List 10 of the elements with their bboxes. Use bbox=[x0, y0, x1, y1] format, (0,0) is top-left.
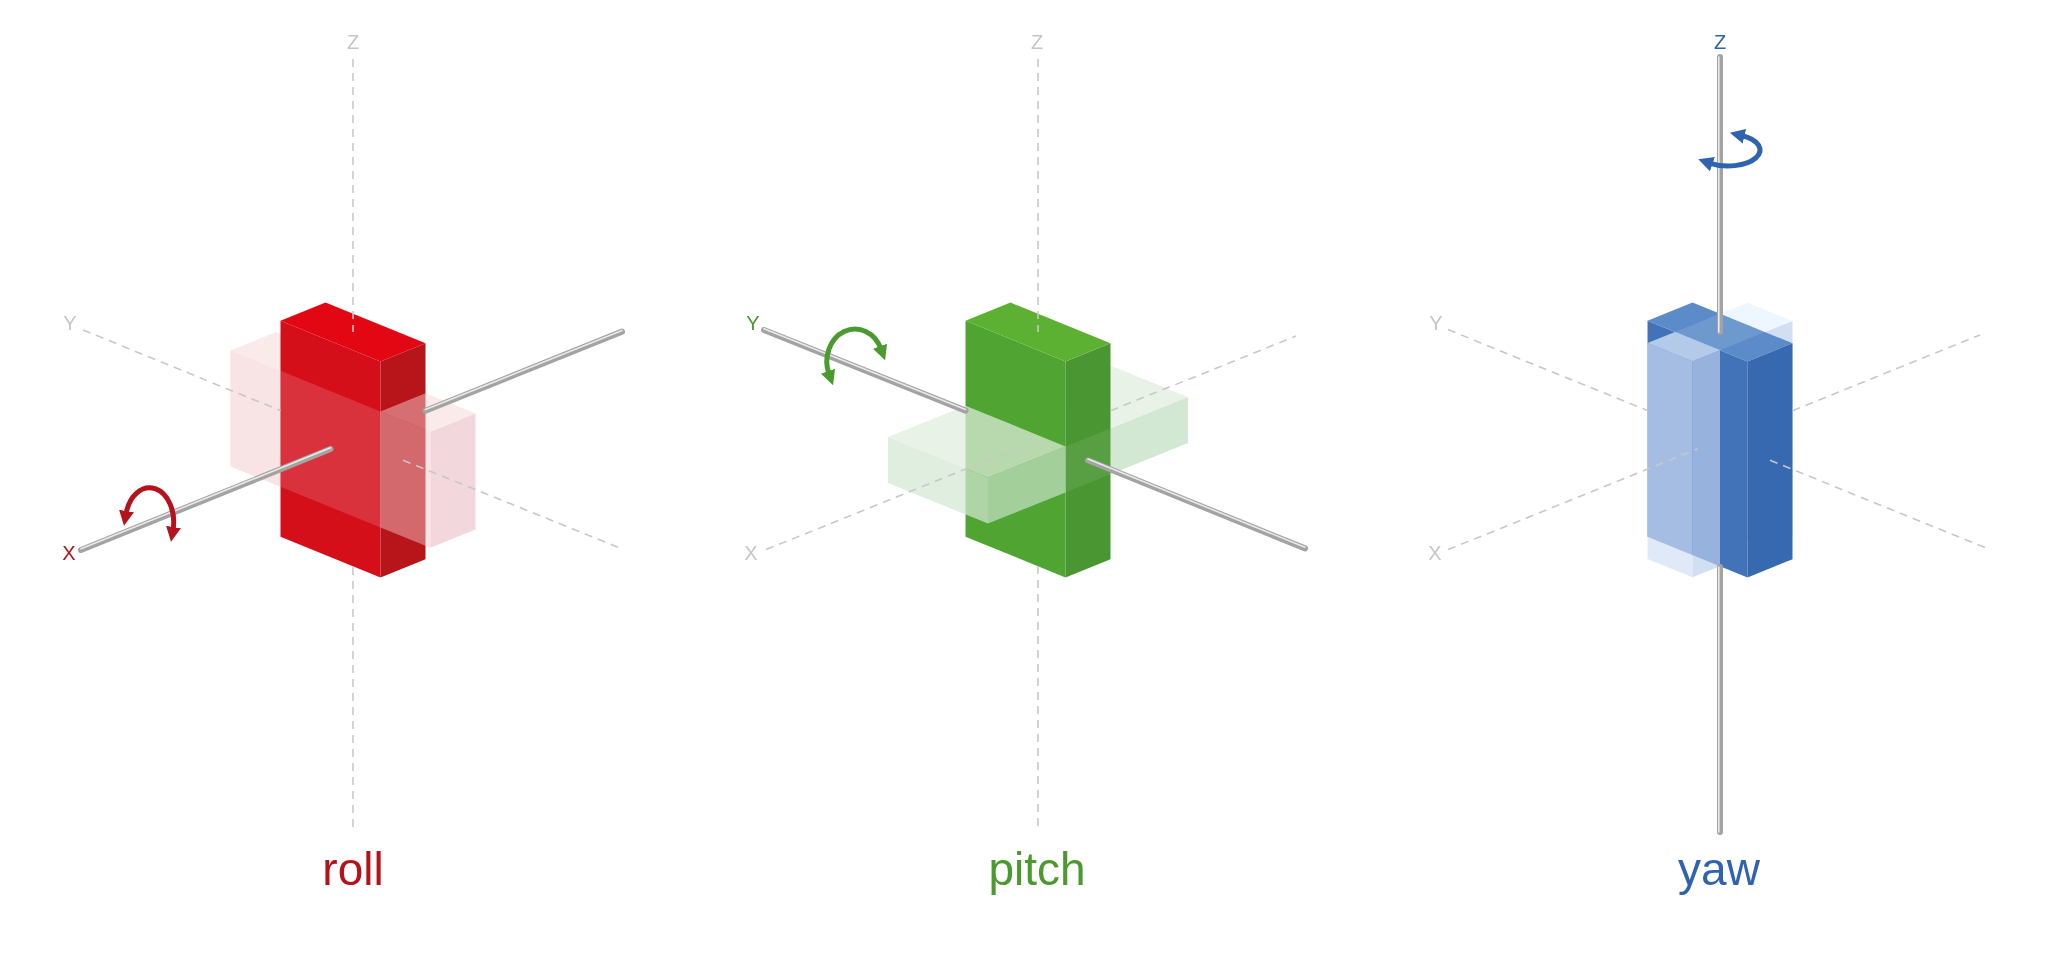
rotation-label: roll bbox=[322, 846, 384, 892]
axis-label: Z bbox=[346, 32, 360, 52]
axis-label: X bbox=[744, 543, 758, 563]
axis-label: X bbox=[1428, 543, 1442, 563]
axis-label: Y bbox=[63, 313, 77, 333]
axis-label: Z bbox=[1030, 32, 1044, 52]
axis-label: Y bbox=[746, 313, 760, 333]
axis-label: Y bbox=[1429, 313, 1443, 333]
axis-label: Z bbox=[1713, 32, 1727, 52]
axis-label: X bbox=[62, 543, 76, 563]
